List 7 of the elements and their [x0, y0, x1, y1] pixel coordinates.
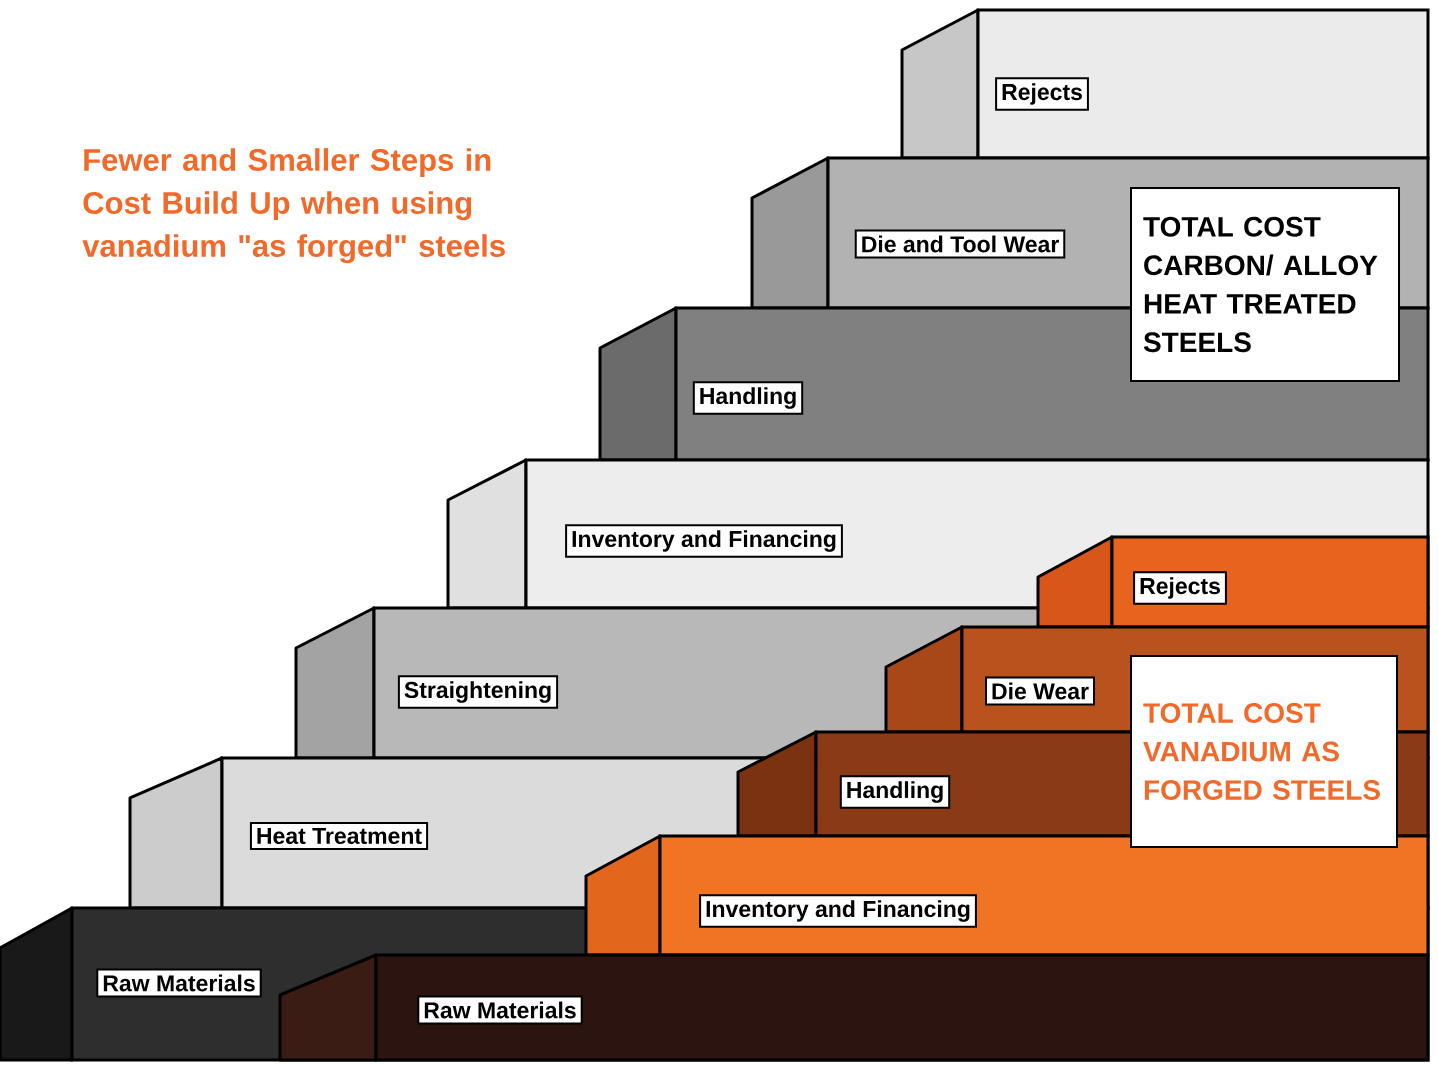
cost-step: Raw Materials — [278, 953, 1430, 1062]
total-cost-box: TOTAL COST CARBON/ ALLOY HEAT TREATED STEELS — [1130, 187, 1400, 382]
cost-step: Rejects — [900, 8, 1430, 160]
total-cost-box: TOTAL COST VANADIUM AS FORGED STEELS — [1130, 655, 1398, 848]
cost-step: Inventory and Financing — [584, 834, 1430, 957]
title: Fewer and Smaller Steps in Cost Build Up when using vanadium "as forged" steels — [82, 148, 505, 264]
cost-step: Rejects — [1036, 535, 1430, 629]
